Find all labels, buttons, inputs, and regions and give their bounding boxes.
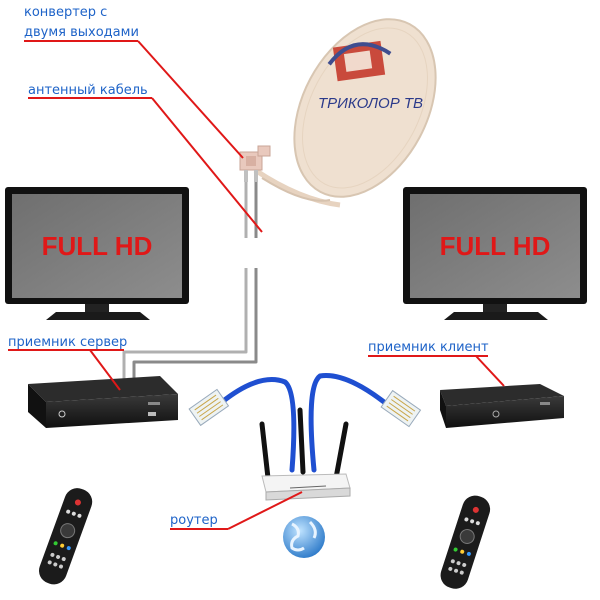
- set-top-box-client: [440, 384, 564, 428]
- remote-control-icon: [440, 495, 491, 589]
- set-top-box-server: [28, 376, 178, 428]
- client-label: приемник клиент: [368, 340, 489, 355]
- cable-label: антенный кабель: [28, 83, 148, 98]
- wifi-router-icon: [259, 407, 351, 501]
- lnb-label-line1: конвертер с: [24, 5, 107, 20]
- coax-cable: [122, 182, 258, 388]
- server-label: приемник сервер: [8, 335, 127, 350]
- tv-monitor-right: FULL HD: [403, 187, 587, 320]
- lnb-label-line2: двумя выходами: [24, 25, 139, 40]
- satellite-dish-icon: ТРИКОЛОР ТВ: [253, 18, 437, 208]
- server-pointer-line: [89, 349, 121, 391]
- network-cable: [219, 373, 387, 473]
- client-pointer-line: [475, 355, 505, 387]
- lnb-pointer-line: [137, 40, 244, 159]
- cable-pointer-line: [151, 97, 263, 233]
- rj45-connector-icon: [188, 388, 230, 427]
- dish-brand-text: ТРИКОЛОР ТВ: [318, 95, 423, 112]
- tv-left-text: FULL HD: [42, 231, 153, 261]
- router-pointer-line: [227, 491, 303, 530]
- rj45-connector-icon: [380, 389, 422, 428]
- router-label: роутер: [170, 513, 218, 528]
- lnb-converter-icon: [239, 145, 271, 182]
- tv-monitor-left: FULL HD: [5, 187, 189, 320]
- remote-control-icon: [39, 488, 93, 585]
- globe-icon: [283, 516, 325, 558]
- tv-right-text: FULL HD: [440, 231, 551, 261]
